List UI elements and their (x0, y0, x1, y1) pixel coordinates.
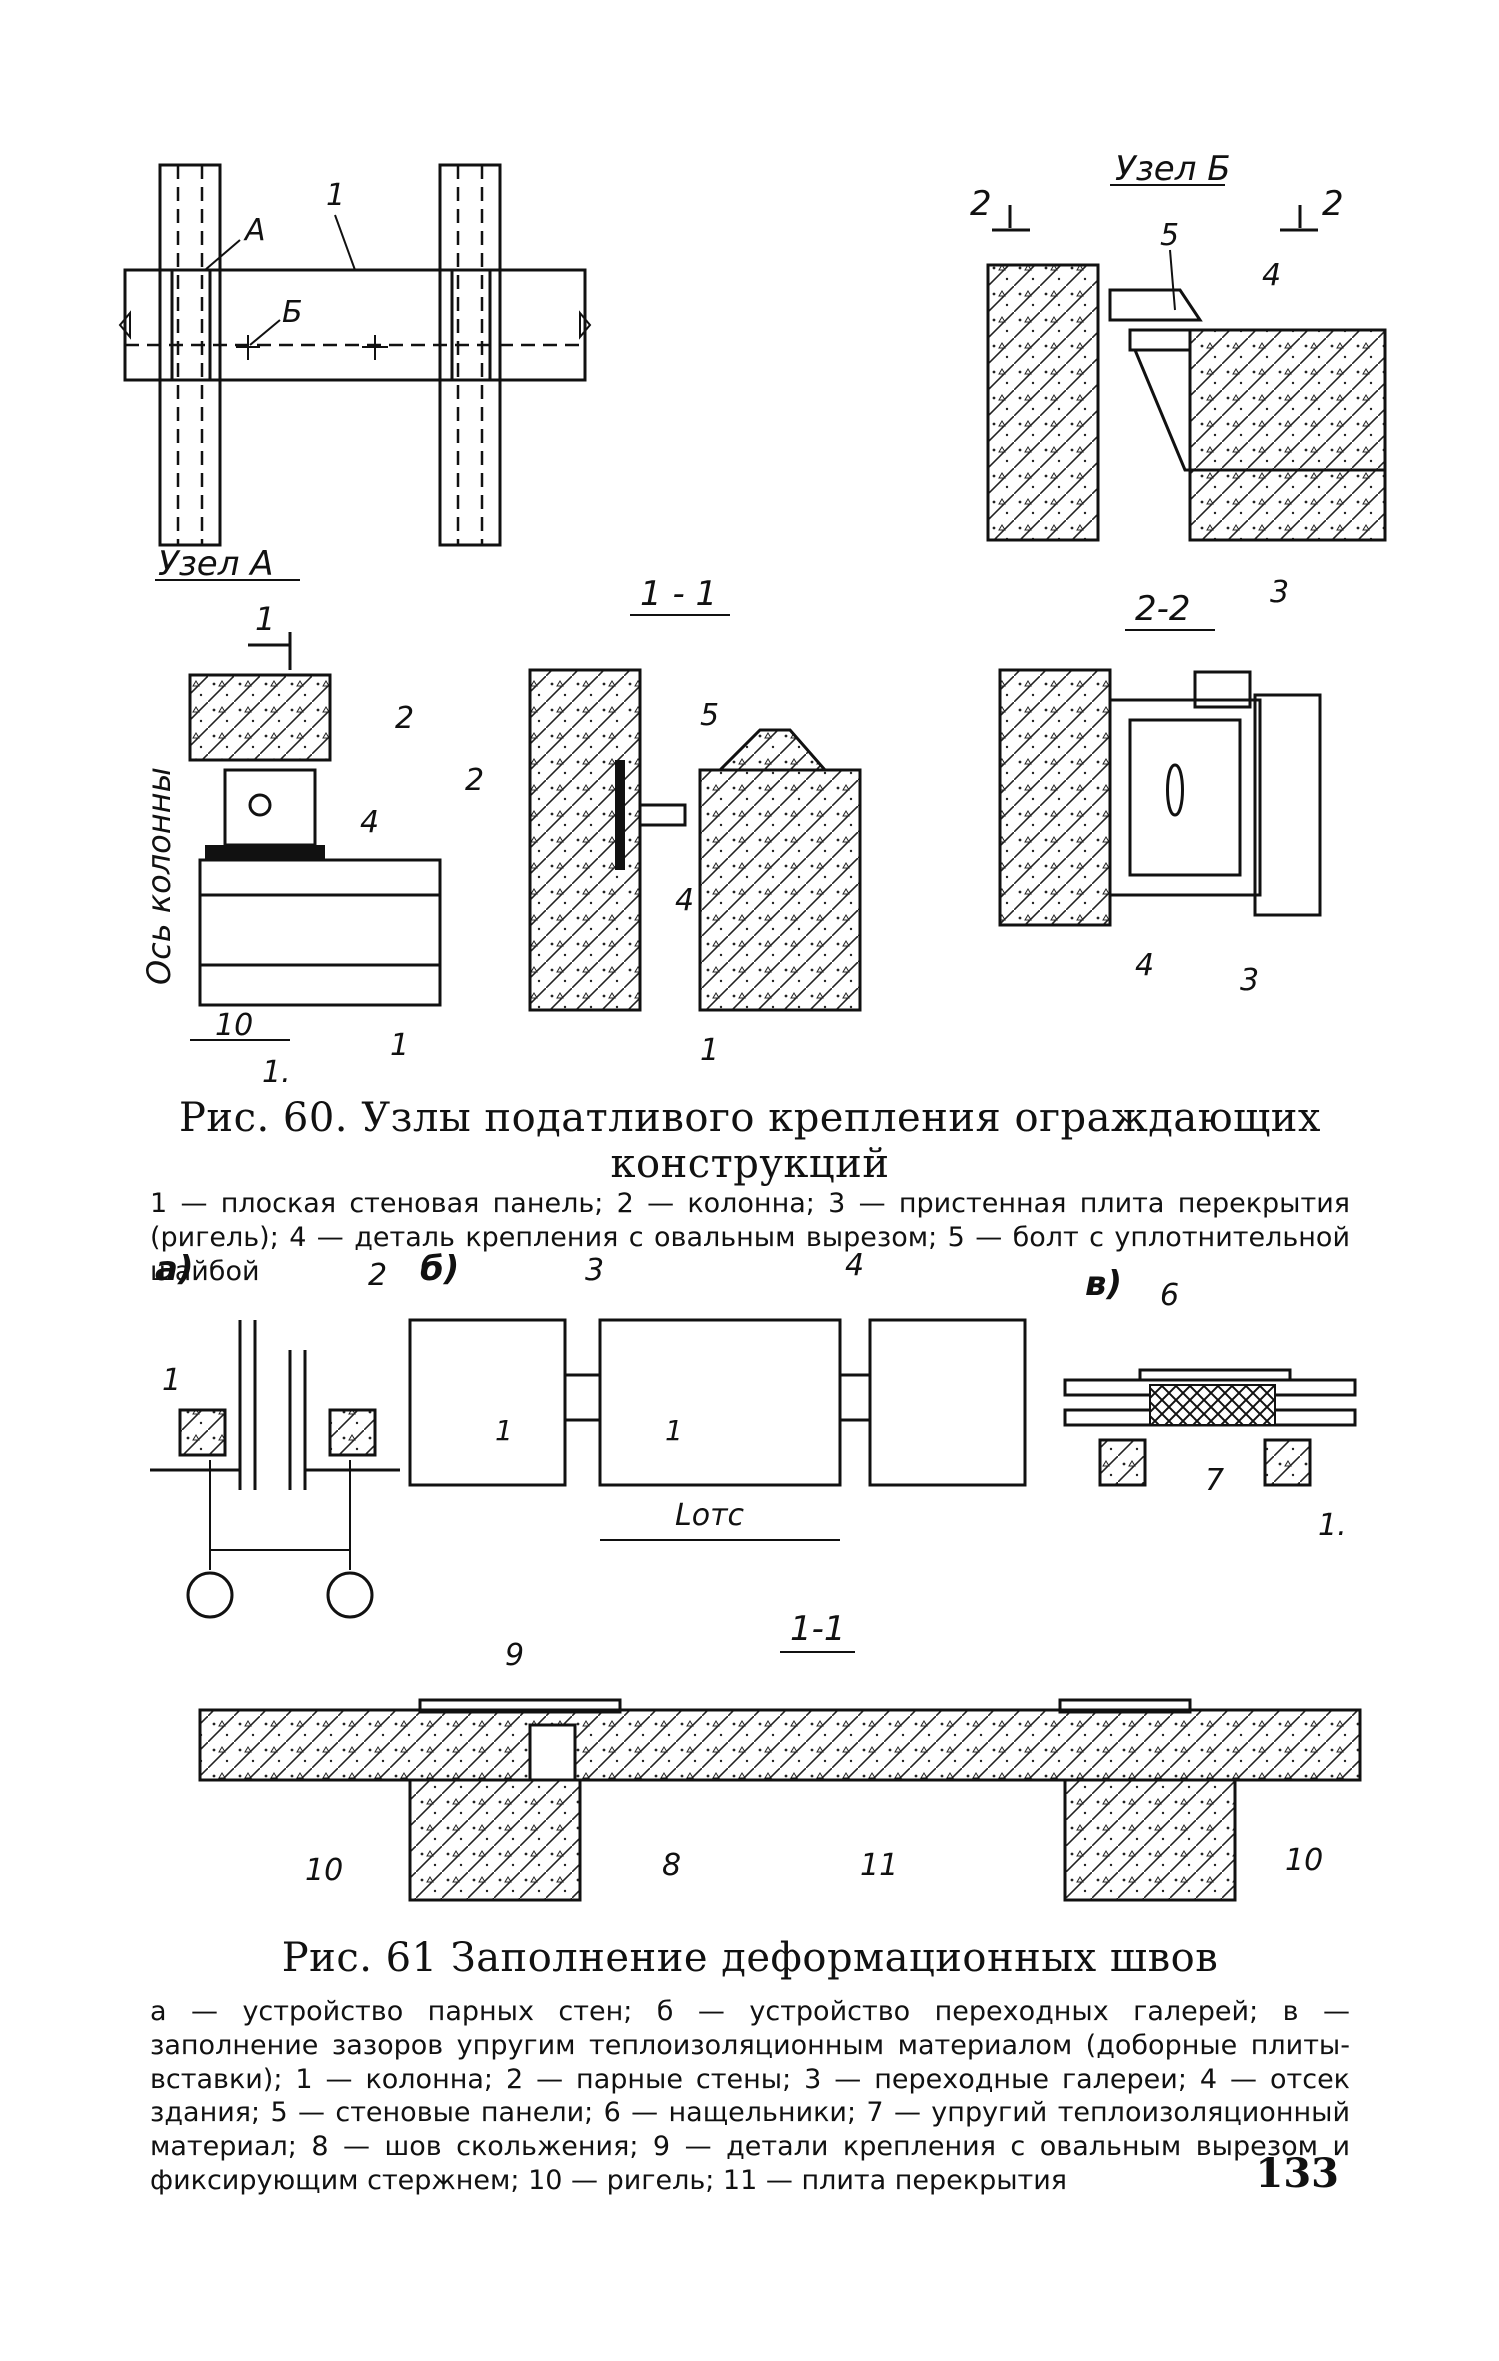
fig61-section-1-1: 1-1 9 8 10 10 11 (198, 1609, 1362, 1902)
svg-text:в): в) (1085, 1264, 1122, 1304)
svg-text:1-1: 1-1 (790, 1609, 846, 1649)
svg-text:5: 5 (1160, 218, 1179, 253)
svg-text:1.: 1. (262, 1055, 291, 1090)
svg-text:8: 8 (662, 1848, 681, 1883)
insulation-material (1149, 1384, 1276, 1426)
panel-section (698, 768, 862, 1012)
label-b: Б (282, 295, 303, 330)
svg-text:1: 1 (700, 1033, 719, 1068)
column-section (528, 668, 642, 1012)
svg-text:10: 10 (1285, 1843, 1323, 1878)
svg-text:11: 11 (860, 1848, 898, 1883)
svg-text:б): б) (420, 1249, 459, 1289)
fig60-section-1-1: 1 - 1 2 5 4 1 (465, 574, 862, 1068)
column-a-right (328, 1408, 377, 1457)
girder-left (408, 1778, 582, 1902)
column-a-left (178, 1408, 227, 1457)
label-1-plan: 1 (326, 178, 345, 213)
svg-text:10: 10 (305, 1853, 343, 1888)
svg-text:3: 3 (585, 1253, 604, 1288)
fig60-uzel-a-detail: 1 2 4 1 Ось колонны 10 1. (140, 600, 442, 1090)
column-left (158, 163, 222, 547)
fig60-plan: А Б 1 Узел А (118, 163, 592, 584)
svg-text:3: 3 (1240, 963, 1259, 998)
svg-text:1.: 1. (1318, 1508, 1347, 1543)
girder-right (1063, 1778, 1237, 1902)
label-a: А (243, 213, 266, 248)
svg-text:2: 2 (970, 184, 992, 224)
fig61-v: в) 6 7 1. (1063, 1264, 1357, 1543)
svg-text:2: 2 (465, 763, 484, 798)
svg-text:а): а) (155, 1249, 193, 1289)
fig60-section-2-2: 2-2 4 3 (998, 589, 1322, 998)
label-uzel-b: Узел Б (1115, 149, 1231, 189)
svg-text:1: 1 (665, 1414, 683, 1447)
fig60-caption-legend: 1 — плоская стеновая панель; 2 — колонна… (150, 1188, 1350, 1287)
svg-text:1: 1 (390, 1028, 409, 1063)
floor-slab (1188, 328, 1387, 472)
fig60-uzel-b: Узел Б 2 2 5 4 3 (970, 149, 1387, 610)
svg-text:4: 4 (1262, 258, 1281, 293)
svg-text:3: 3 (1270, 575, 1289, 610)
fig61-caption-legend: а — устройство парных стен; б — устройст… (150, 1996, 1350, 2196)
svg-text:1: 1 (255, 600, 275, 638)
fig61-caption: Рис. 61 Заполнение деформационных швов а… (150, 1935, 1350, 2198)
svg-text:2: 2 (1322, 184, 1344, 224)
fig60-caption: Рис. 60. Узлы податливого крепления огра… (150, 1095, 1350, 1288)
label-os-kolonny: Ось колонны (140, 767, 178, 985)
svg-text:5: 5 (700, 698, 719, 733)
svg-text:1 - 1: 1 - 1 (640, 574, 717, 614)
svg-text:2-2: 2-2 (1135, 589, 1191, 629)
fig61-b: б) 3 4 1 1 Lотс (408, 1248, 1027, 1541)
svg-text:10: 10 (215, 1008, 253, 1043)
svg-text:4: 4 (360, 805, 379, 840)
svg-text:2: 2 (395, 701, 414, 736)
fig60-caption-title: Рис. 60. Узлы податливого крепления огра… (179, 1095, 1321, 1187)
svg-text:6: 6 (1160, 1278, 1179, 1313)
svg-text:1: 1 (162, 1363, 181, 1398)
column-concrete (986, 263, 1100, 542)
svg-text:1: 1 (495, 1414, 513, 1447)
wall-panel (123, 268, 587, 382)
fig61-a: а) 2 1 (150, 1249, 400, 1619)
svg-text:4: 4 (1135, 948, 1154, 983)
svg-text:7: 7 (1205, 1463, 1224, 1498)
floor-slab-section (198, 1708, 1362, 1782)
fig61-caption-title: Рис. 61 Заполнение деформационных швов (281, 1935, 1219, 1981)
column-right (438, 163, 502, 547)
svg-text:4: 4 (845, 1248, 864, 1283)
svg-text:2: 2 (368, 1258, 387, 1293)
page-number: 133 (1255, 2150, 1340, 2197)
svg-text:4: 4 (675, 883, 694, 918)
label-uzel-a: Узел А (158, 544, 274, 584)
svg-text:9: 9 (505, 1638, 524, 1673)
label-l-otc: Lотс (675, 1498, 745, 1533)
